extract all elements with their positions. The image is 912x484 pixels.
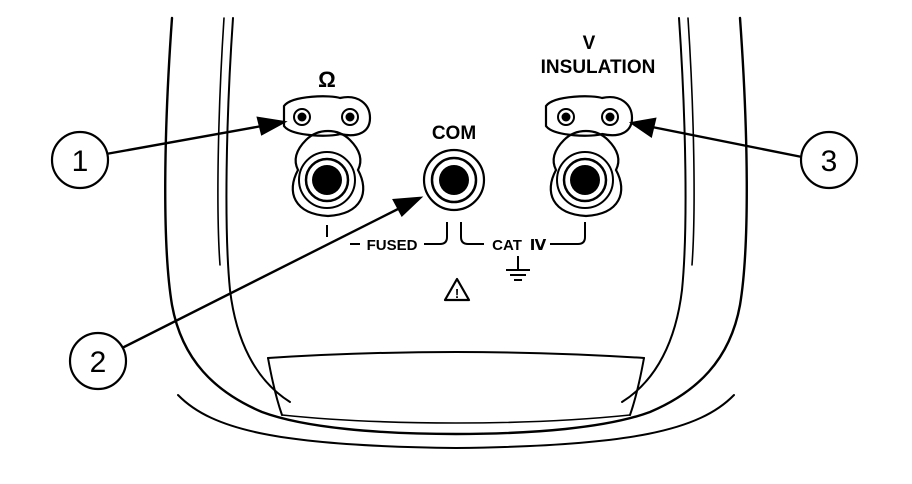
com-terminal	[422, 148, 486, 212]
ohm-label: Ω	[318, 67, 336, 92]
callout-arrows	[105, 116, 803, 350]
callout-1-number: 1	[72, 145, 89, 178]
ground-symbol-icon	[506, 256, 530, 281]
callout-3-number: 3	[821, 145, 838, 178]
com-label: COM	[432, 123, 476, 144]
callout-1: 1	[50, 130, 110, 190]
v-insulation-terminal	[544, 95, 634, 218]
meter-body-outline	[164, 16, 748, 449]
v-label: V	[583, 33, 596, 54]
warning-triangle-glyph: !	[455, 286, 459, 301]
fused-label: FUSED	[367, 237, 418, 254]
callout-2-number: 2	[90, 346, 107, 379]
callout-2: 2	[68, 331, 128, 391]
insulation-label: INSULATION	[541, 57, 656, 78]
warning-triangle-icon: !	[443, 277, 471, 302]
cat-numeral-label: Ⅳ	[530, 237, 547, 254]
cat-label: CAT	[492, 237, 522, 254]
callout-3: 3	[799, 130, 859, 190]
ohm-terminal	[282, 95, 372, 218]
bracket-lines	[326, 222, 586, 245]
